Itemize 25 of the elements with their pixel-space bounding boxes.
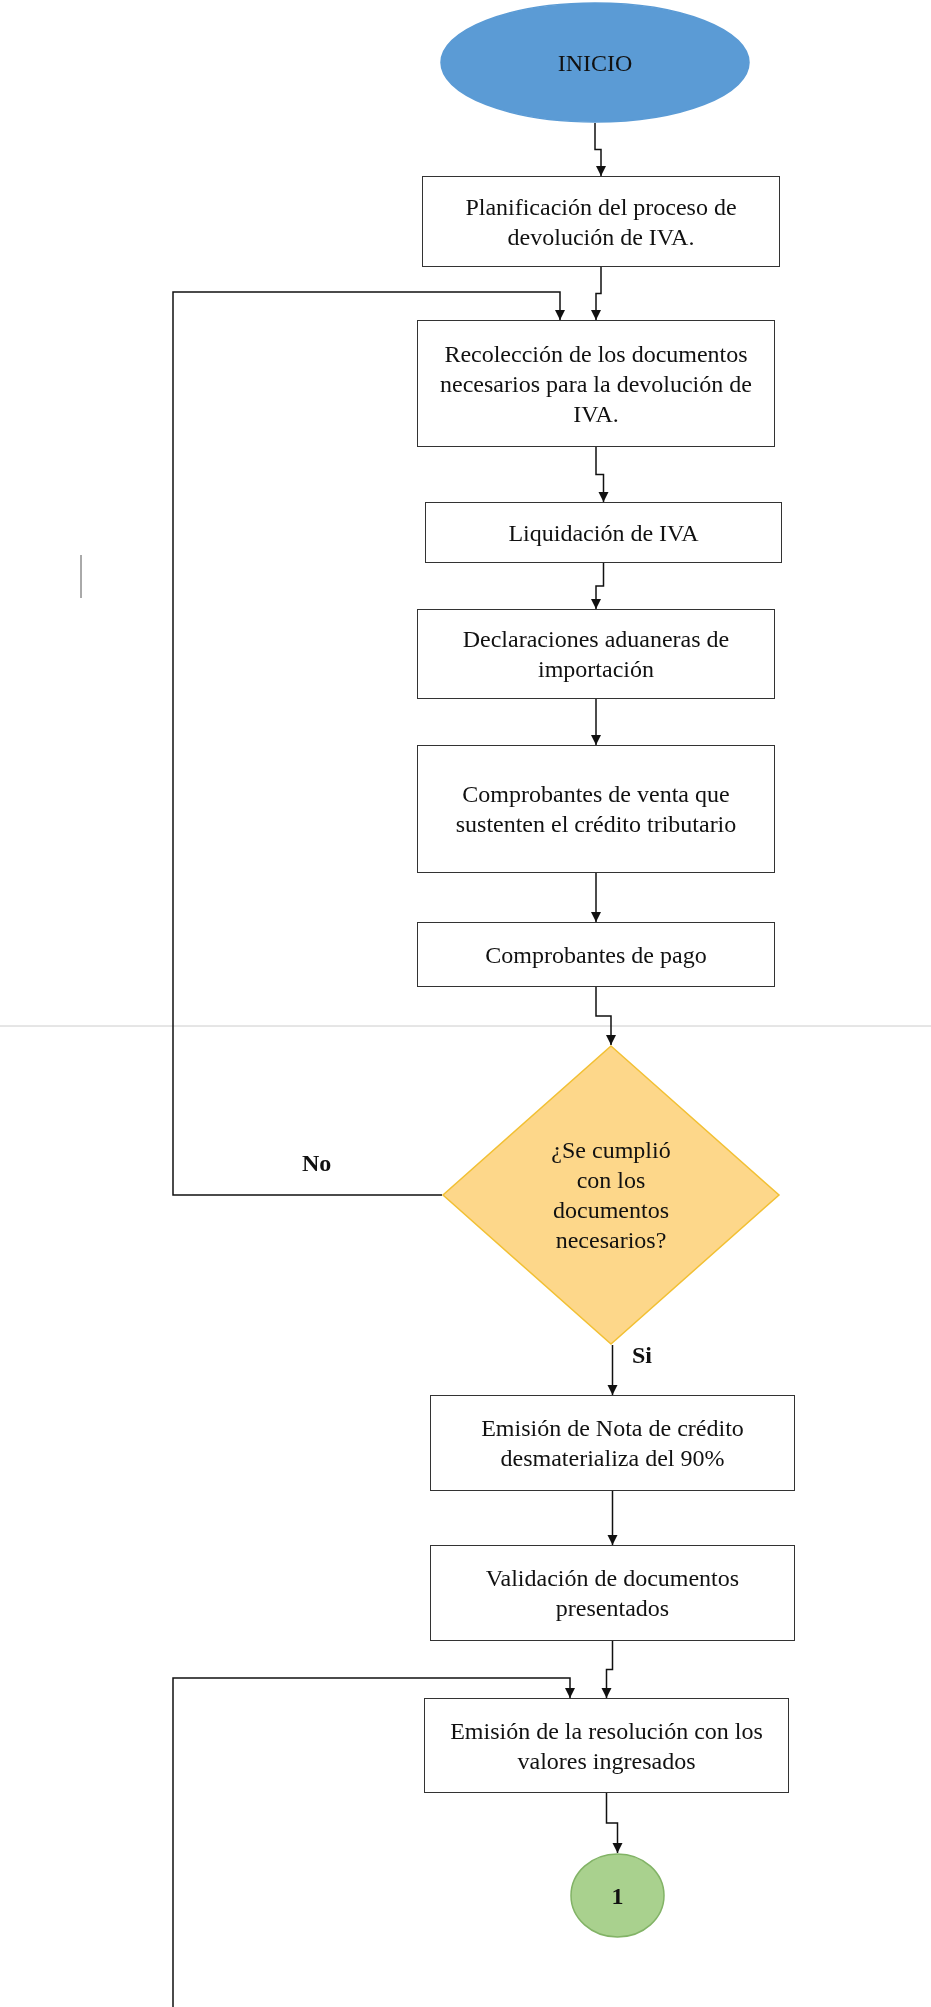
connector-circle: 1 xyxy=(570,1853,665,1938)
process-box: Comprobantes de pago xyxy=(417,922,775,987)
arrow xyxy=(172,291,566,1196)
process-box: Validación de documentos presentados xyxy=(430,1545,795,1641)
process-box: Declaraciones aduaneras de importación xyxy=(417,609,775,699)
arrow xyxy=(605,1792,623,1854)
arrow xyxy=(607,1490,618,1546)
arrow xyxy=(590,562,605,610)
arrow xyxy=(590,698,602,746)
arrow xyxy=(595,986,617,1046)
process-box: Planificación del proceso de devolución de IVA. xyxy=(422,176,780,267)
arrow xyxy=(607,1344,618,1396)
arrow xyxy=(594,122,607,177)
process-box: Liquidación de IVA xyxy=(425,502,782,563)
start-ellipse: INICIO xyxy=(440,2,750,123)
arrow xyxy=(172,1677,576,2007)
arrow xyxy=(595,446,609,503)
process-box: Emisión de Nota de crédito desmaterializa del 90% xyxy=(430,1395,795,1491)
arrow xyxy=(601,1640,614,1699)
decision-diamond: ¿Se cumplió con los documentos necesarios? xyxy=(442,1045,780,1345)
process-box: Emisión de la resolución con los valores ingresados xyxy=(424,1698,789,1793)
arrow xyxy=(590,266,602,321)
process-box: Comprobantes de venta que sustenten el crédito tributario xyxy=(417,745,775,873)
process-box: Recolección de los documentos necesarios para la devolución de IVA. xyxy=(417,320,775,447)
arrow xyxy=(590,872,602,923)
